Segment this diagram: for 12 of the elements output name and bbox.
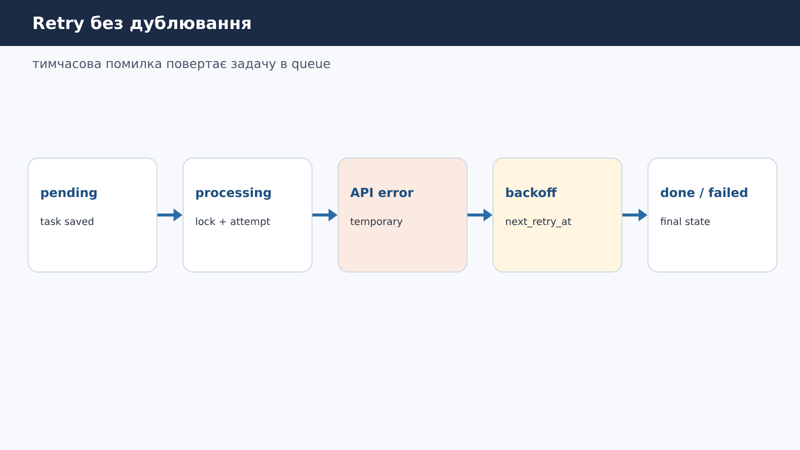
state-note: final state (660, 217, 710, 226)
state-note: lock + attempt (196, 217, 270, 228)
state-name: pending (41, 188, 97, 200)
state-name: backoff (506, 188, 557, 198)
subtitle: тимчасова помилка повертає задачу в queue (32, 60, 330, 71)
state-name: done / failed (660, 188, 748, 198)
state-note: next_retry_at (506, 218, 572, 228)
state-name: API error (350, 188, 414, 198)
state-note: temporary (350, 218, 402, 228)
state-note: task saved (40, 217, 94, 226)
state-name: processing (196, 188, 271, 200)
title: Retry без дублювання (34, 16, 250, 33)
